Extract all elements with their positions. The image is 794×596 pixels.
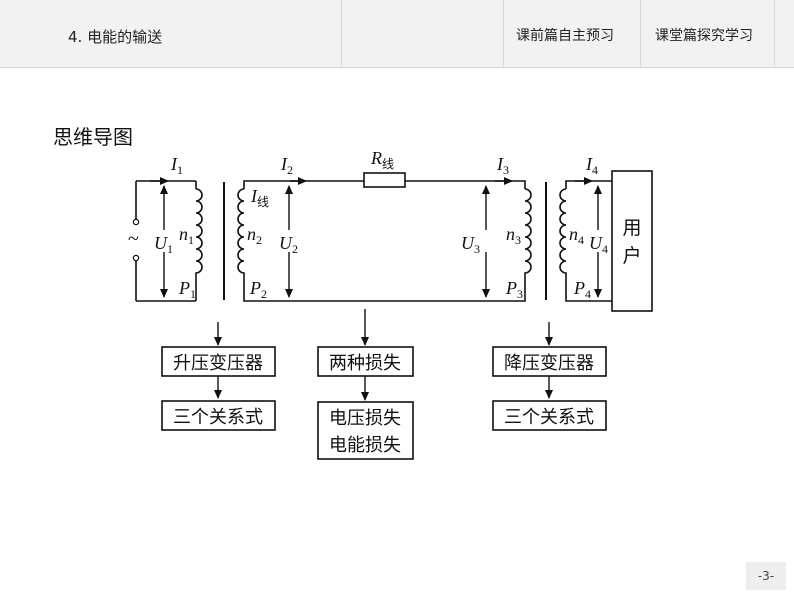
primary-wire-top	[136, 180, 197, 189]
label-i1: I1	[170, 154, 183, 177]
box-relations-left	[161, 400, 276, 431]
label-p2: P2	[249, 278, 267, 301]
label-relations-left: 三个关系式	[173, 407, 263, 428]
secondary-wire-bottom	[565, 292, 612, 302]
box-two-losses	[317, 346, 414, 377]
tab-preview[interactable]: 课前篇自主预习	[516, 28, 614, 44]
label-n1: n1	[179, 224, 194, 247]
coil-n4	[559, 188, 567, 292]
label-p4: P4	[573, 278, 591, 301]
label-user-2: 户	[622, 245, 641, 267]
line-bottom	[243, 292, 526, 302]
label-voltage-loss: 电压损失	[329, 408, 401, 429]
label-u1: U1	[154, 233, 173, 256]
coil-n2	[237, 188, 245, 292]
label-u4: U4	[589, 233, 608, 256]
tab-classroom[interactable]: 课堂篇探究学习	[655, 28, 753, 44]
box-step-down	[492, 346, 607, 377]
label-n3: n3	[506, 224, 521, 247]
header-divider	[503, 0, 504, 67]
secondary-wire-top	[565, 180, 612, 189]
page-number: -3-	[746, 562, 786, 590]
ac-source-symbol: ~	[128, 228, 139, 250]
label-step-down: 降压变压器	[504, 353, 594, 374]
label-p1: P1	[178, 278, 196, 301]
label-n2: n2	[247, 224, 262, 247]
label-u2: U2	[279, 233, 298, 256]
coil-n3	[524, 188, 532, 292]
label-power-loss: 电能损失	[329, 435, 401, 456]
label-u3: U3	[461, 233, 480, 256]
label-iline: I线	[250, 186, 269, 209]
user-box	[611, 170, 653, 312]
line-top-right	[405, 180, 526, 189]
resistor-rline	[363, 172, 406, 188]
box-step-up	[161, 346, 276, 377]
label-two-losses: 两种损失	[329, 353, 401, 374]
box-losses	[317, 401, 414, 460]
label-rline: R线	[370, 148, 394, 171]
label-i4: I4	[585, 154, 598, 177]
section-title: 思维导图	[53, 125, 133, 149]
label-i2: I2	[280, 154, 293, 177]
source-terminal	[132, 218, 140, 226]
header-bar: 4. 电能的输送 课前篇自主预习 课堂篇探究学习	[0, 0, 794, 68]
label-i3: I3	[496, 154, 509, 177]
header-divider	[640, 0, 641, 67]
header-divider	[774, 0, 775, 67]
box-relations-right	[492, 400, 607, 431]
label-p3: P3	[505, 278, 523, 301]
label-n4: n4	[569, 224, 584, 247]
primary-wire-bottom	[136, 292, 197, 302]
line-top-left	[243, 180, 364, 189]
source-terminal	[132, 254, 140, 262]
header-divider	[341, 0, 342, 67]
label-user-1: 用	[622, 217, 641, 239]
coil-n1	[195, 188, 203, 292]
label-step-up: 升压变压器	[173, 353, 263, 374]
label-relations-right: 三个关系式	[504, 407, 594, 428]
chapter-title: 4. 电能的输送	[68, 28, 163, 46]
